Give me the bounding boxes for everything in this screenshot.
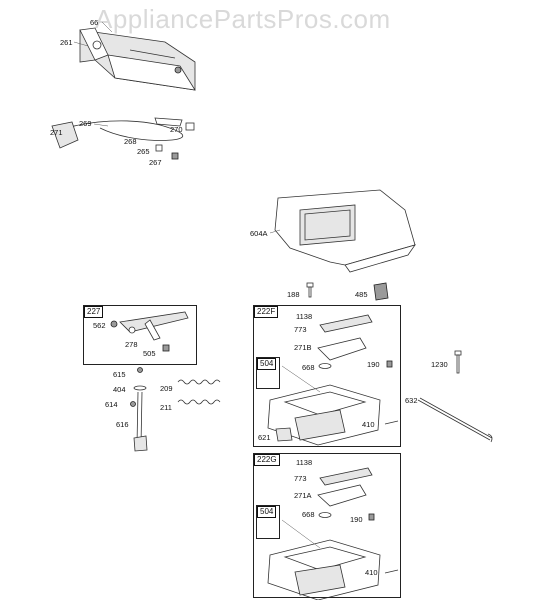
callout-410-F: 410 [362,420,375,429]
bolt-part-188 [306,282,314,298]
callout-188: 188 [287,290,300,299]
group-frame-222G [253,453,401,598]
callout-614: 614 [105,400,118,409]
group-label-222F: 222F [254,306,279,318]
callout-1230: 1230 [431,360,448,369]
sub-label-504-a: 504 [257,358,277,370]
callout-1138-G: 1138 [296,458,313,467]
clip-part-270 [185,122,195,131]
control-assembly-222F [267,314,399,446]
engine-cover-part [274,189,416,273]
sub-frame-504-b [256,505,280,539]
group-label-227: 227 [84,306,104,318]
callout-562: 562 [93,321,106,330]
leader-lines [73,21,321,549]
callout-404: 404 [113,385,126,394]
callout-271: 271 [50,128,63,137]
callout-278: 278 [125,340,138,349]
callout-505: 505 [143,349,156,358]
control-bracket-part [79,27,196,91]
callout-268: 268 [124,137,137,146]
callout-621: 621 [258,433,271,442]
link-rod-part-632 [417,397,493,443]
group-label-222G: 222G [254,454,280,466]
callout-269: 269 [79,119,92,128]
callout-270: 270 [170,125,183,134]
callout-190-F: 190 [367,360,380,369]
callout-209: 209 [160,384,173,393]
governor-shaft-part [130,367,148,452]
callout-261: 261 [60,38,73,47]
callout-410-G: 410 [365,568,378,577]
spring-part-211 [177,399,221,405]
control-assembly-222G [267,467,399,600]
callout-190-G: 190 [350,515,363,524]
callout-773-F: 773 [294,325,307,334]
callout-271B: 271B [294,343,312,352]
watermark: AppliancePartsPros.com [95,4,391,34]
governor-lever-part-227 [110,311,189,352]
callout-616: 616 [116,420,129,429]
callout-615: 615 [113,370,126,379]
throttle-cable-part [51,117,184,149]
group-frame-227 [83,305,197,365]
sub-label-504-b: 504 [257,506,277,518]
screw-part-267 [171,152,179,160]
callout-773-G: 773 [294,474,307,483]
callout-632: 632 [405,396,418,405]
stud-part-1230 [454,350,462,374]
callout-267: 267 [149,158,162,167]
callout-604A: 604A [250,229,268,238]
callout-66: 66 [90,18,99,27]
callout-265: 265 [137,147,150,156]
callout-485: 485 [355,290,368,299]
sub-frame-504-a [256,357,280,389]
callout-668-G: 668 [302,510,315,519]
callout-211: 211 [160,403,172,412]
group-frame-222F [253,305,401,447]
callout-668-F: 668 [302,363,315,372]
clip-part-265 [155,144,163,152]
spring-part-209 [177,379,221,385]
callout-1138-F: 1138 [296,312,313,321]
callout-271A: 271A [294,491,312,500]
bracket-part-485 [373,282,389,301]
